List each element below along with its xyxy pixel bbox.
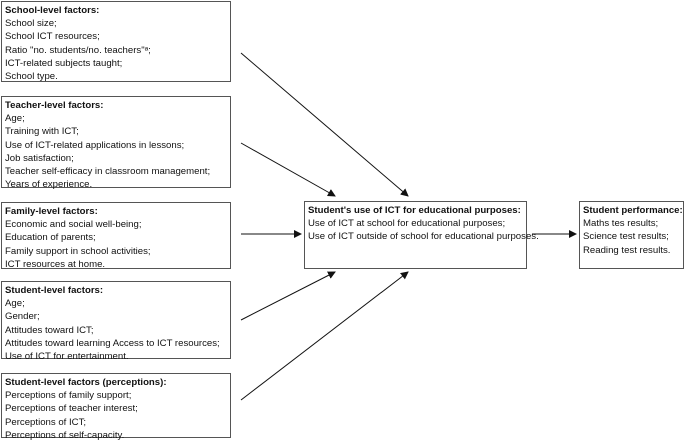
factor-item: Job satisfaction; — [5, 152, 74, 164]
performance-box: Student performance: Maths tes results;Sc… — [579, 201, 684, 269]
family-factors-box: Family-level factors: Economic and social… — [1, 202, 231, 270]
box-title: Student's use of ICT for educational pur… — [308, 205, 521, 216]
arrow-perceptions-to-ict-use — [240, 271, 409, 401]
factor-item: Perceptions of teacher interest; — [5, 403, 138, 415]
factor-item: Use of ICT-related applications in lesso… — [5, 139, 185, 151]
factor-item: Age; — [5, 298, 25, 310]
factor-item: Use of ICT at school for educational pur… — [308, 218, 506, 230]
factor-item: Ratio "no. students/no. teachers"ᵃ; — [5, 44, 151, 56]
box-title: School-level factors: — [5, 5, 100, 16]
factor-item: Perceptions of ICT; — [5, 416, 87, 428]
box-title: Student performance: — [583, 205, 683, 216]
factor-item: Perceptions of family support; — [5, 390, 132, 402]
factor-item: Age; — [5, 113, 25, 125]
factor-item: Perceptions of self-capacity. — [5, 429, 125, 441]
student-factors-box: Student-level factors:Age;Gender;Attitud… — [1, 281, 231, 362]
arrow-school-to-ict-use — [240, 52, 409, 197]
factor-item: Attitudes toward learning Access to ICT … — [5, 337, 220, 349]
teacher-factors-box: Teacher-level factors: Age;Training with … — [1, 96, 231, 191]
arrow-teacher-to-ict-use — [240, 142, 336, 197]
factor-item: Reading test results. — [583, 244, 671, 256]
factor-item: Education of parents; — [5, 232, 96, 244]
factor-item: ICT-related subjects taught; — [5, 57, 123, 69]
factor-item: Economic and social well-being; — [5, 219, 142, 231]
factor-item: Science test results; — [583, 231, 669, 243]
factor-item: Family support in school activities; — [5, 245, 151, 257]
factor-item: School ICT resources; — [5, 31, 100, 43]
box-title: Teacher-level factors: — [5, 100, 104, 111]
factor-item: ICT resources at home. — [5, 258, 106, 270]
school-factors-box: School-level factors:School size;School … — [1, 1, 231, 82]
box-title: Family-level factors: — [5, 206, 98, 217]
factor-item: Attitudes toward ICT; — [5, 324, 94, 336]
perception-factors-box: Student-level factors (perceptions): Perc… — [1, 373, 231, 441]
ict-use-box: Student's use of ICT for educational pur… — [304, 201, 539, 269]
factor-item: Teacher self-efficacy in classroom manag… — [5, 166, 211, 178]
box-title: Student-level factors (perceptions): — [5, 377, 167, 388]
arrow-student-to-ict-use — [240, 271, 336, 321]
factor-item: Maths tes results; — [583, 218, 659, 230]
factor-item: Use of ICT for entertainment. — [5, 351, 129, 363]
factor-item: School type. — [5, 71, 58, 83]
factor-item: Training with ICT; — [5, 126, 79, 138]
factor-item: Use of ICT outside of school for educati… — [308, 231, 539, 243]
box-title: Student-level factors: — [5, 285, 104, 296]
factor-item: School size; — [5, 18, 57, 30]
factor-item: Years of experience. — [5, 179, 93, 191]
factor-item: Gender; — [5, 311, 40, 323]
